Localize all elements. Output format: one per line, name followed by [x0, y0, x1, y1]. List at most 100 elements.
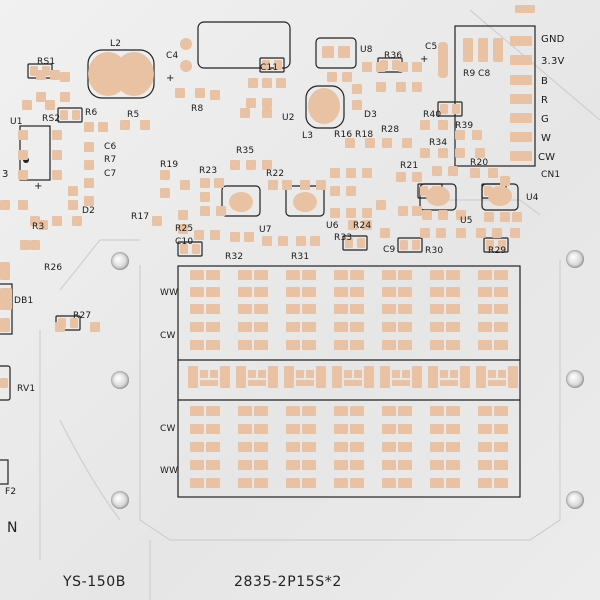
copper-pad [494, 442, 508, 452]
copper-pad [472, 130, 482, 140]
copper-pad [84, 142, 94, 152]
copper-pad [72, 216, 82, 226]
copper-pad [392, 60, 400, 70]
copper-pad [254, 287, 268, 297]
copper-pad [302, 287, 316, 297]
copper-pad [362, 62, 372, 72]
copper-pad [412, 366, 422, 388]
copper-pad [310, 236, 320, 246]
copper-pad [446, 287, 460, 297]
copper-pad [45, 100, 55, 110]
copper-pad [494, 406, 508, 416]
silkscreen-outline [0, 459, 9, 485]
copper-pad [327, 72, 337, 82]
silkscreen-outline [259, 57, 285, 73]
copper-pad [36, 92, 46, 102]
copper-pad [422, 210, 432, 220]
copper-pad [238, 442, 252, 452]
copper-pad [286, 460, 300, 470]
ref-r34: R34 [429, 138, 448, 148]
copper-pad [382, 287, 396, 297]
ref-r21: R21 [400, 161, 419, 171]
copper-pad [286, 340, 300, 350]
copper-pad [398, 304, 412, 314]
ref-r6: R6 [85, 108, 98, 118]
copper-pad [380, 60, 388, 70]
copper-pad [346, 208, 356, 218]
copper-pad [22, 100, 32, 110]
ref-plus-a: + [166, 73, 175, 84]
copper-pad [492, 228, 502, 238]
copper-pad [302, 424, 316, 434]
ref-r29: R29 [488, 246, 507, 256]
copper-pad [430, 322, 444, 332]
copper-pad [392, 380, 410, 386]
copper-pad [350, 287, 364, 297]
copper-pad [180, 180, 190, 190]
copper-pad [262, 60, 270, 70]
copper-pad [500, 176, 510, 186]
copper-pad [246, 98, 256, 108]
copper-pad [254, 460, 268, 470]
copper-pad [68, 186, 78, 196]
copper-pad [438, 148, 448, 158]
copper-pad [354, 370, 362, 378]
copper-trace [440, 199, 541, 216]
ref-c8: C8 [478, 69, 491, 79]
copper-pad [334, 442, 348, 452]
copper-pad [420, 148, 430, 158]
silkscreen-outline [315, 37, 357, 69]
ref-r23: R23 [199, 166, 218, 176]
silkscreen-outline [0, 283, 13, 335]
ref-rv1: RV1 [17, 384, 36, 394]
copper-pad [316, 180, 326, 190]
copper-pad [430, 304, 444, 314]
copper-pad [334, 304, 348, 314]
copper-pad [478, 304, 492, 314]
copper-pad [446, 270, 460, 280]
copper-pad [478, 287, 492, 297]
copper-pad [300, 180, 310, 190]
copper-pad [206, 442, 220, 452]
copper-pad [420, 120, 430, 130]
copper-pad [478, 460, 492, 470]
copper-pad [0, 200, 10, 210]
copper-pad [350, 442, 364, 452]
ref-c11: C11 [260, 63, 279, 73]
copper-pad [392, 370, 400, 378]
copper-pad [238, 270, 252, 280]
ref-r31: R31 [291, 252, 310, 262]
copper-pad [274, 60, 282, 70]
copper-pad [330, 208, 340, 218]
copper-pad [350, 322, 364, 332]
copper-pad [345, 138, 355, 148]
copper-pad [463, 38, 473, 62]
copper-pad [18, 150, 28, 160]
copper-pad [190, 322, 204, 332]
copper-pad [398, 478, 412, 488]
copper-pad [430, 287, 444, 297]
cn1-pin-g: G [541, 114, 549, 125]
silkscreen-outline [419, 183, 457, 211]
copper-pad [478, 270, 492, 280]
copper-pad [178, 210, 188, 220]
cn1-pin-w: W [541, 133, 552, 144]
copper-pad [330, 168, 340, 178]
silkscreen-outline [437, 101, 463, 117]
ref-c7: C7 [104, 169, 117, 179]
copper-pad [510, 55, 532, 65]
ref-r27: R27 [73, 311, 92, 321]
copper-pad [200, 206, 210, 216]
copper-pad [302, 304, 316, 314]
copper-pad [400, 240, 408, 250]
copper-pad [230, 160, 240, 170]
copper-pad [412, 206, 422, 216]
copper-pad [190, 460, 204, 470]
copper-pad [286, 322, 300, 332]
copper-pad [512, 212, 522, 222]
copper-pad [478, 340, 492, 350]
copper-pad [160, 170, 170, 180]
copper-pad [114, 52, 154, 96]
copper-pad [494, 287, 508, 297]
copper-pad [302, 270, 316, 280]
